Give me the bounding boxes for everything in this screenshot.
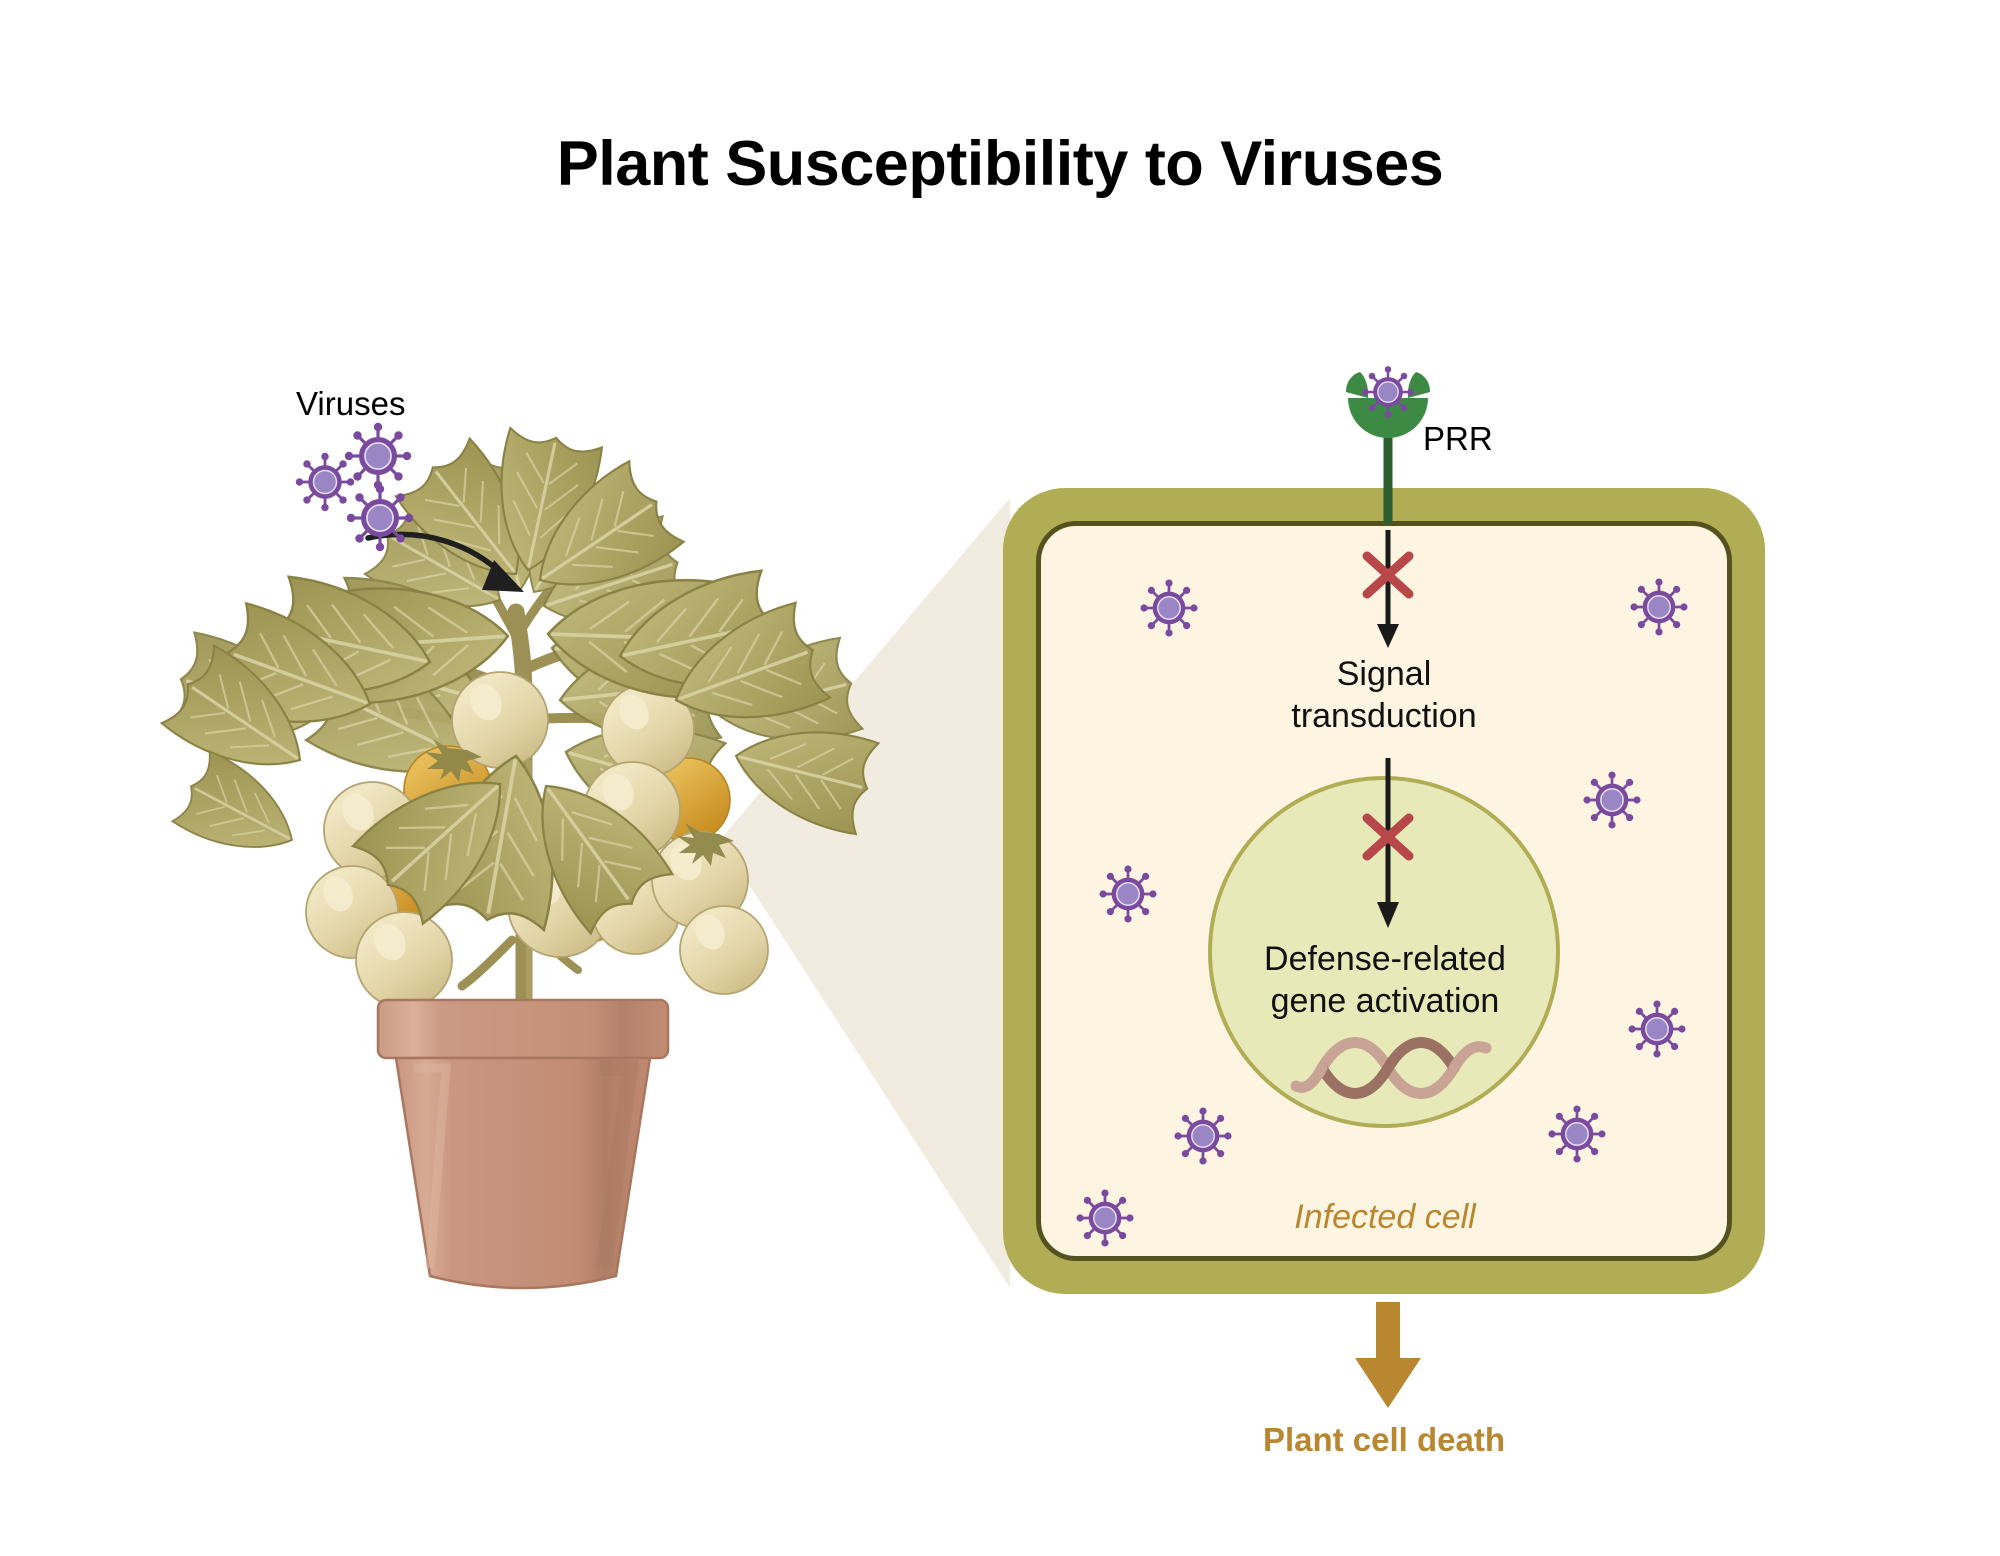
magnifier-wedge bbox=[720, 498, 1010, 1288]
signal-transduction-label: Signal transduction bbox=[1208, 653, 1560, 737]
plant-leaves-front bbox=[159, 426, 881, 936]
signal-transduction-line-2: transduction bbox=[1291, 697, 1477, 735]
infected-cell-label: Infected cell bbox=[1294, 1198, 1476, 1236]
gene-activation-line-2: gene activation bbox=[1270, 982, 1500, 1020]
gene-activation-line-1: Defense-related bbox=[1264, 940, 1506, 978]
signal-transduction-line-1: Signal bbox=[1336, 655, 1432, 693]
plant-cell-death-arrow bbox=[1355, 1302, 1421, 1408]
plant-leaves-back bbox=[165, 451, 865, 847]
infection-arrow bbox=[365, 531, 524, 592]
tomato-fruits bbox=[305, 588, 769, 1009]
virus-particle bbox=[296, 453, 354, 511]
virus-particle bbox=[347, 485, 413, 551]
virus-particle bbox=[345, 423, 411, 489]
prr-label: PRR bbox=[1423, 420, 1493, 457]
plant-cell-death-label: Plant cell death bbox=[1262, 1421, 1506, 1458]
page-title: Plant Susceptibility to Viruses bbox=[556, 129, 1444, 199]
viruses-label: Viruses bbox=[296, 385, 406, 422]
plant-stem bbox=[386, 557, 663, 1019]
gene-activation-label: Defense-related gene activation bbox=[1190, 938, 1580, 1022]
flower-pot bbox=[376, 998, 670, 1290]
